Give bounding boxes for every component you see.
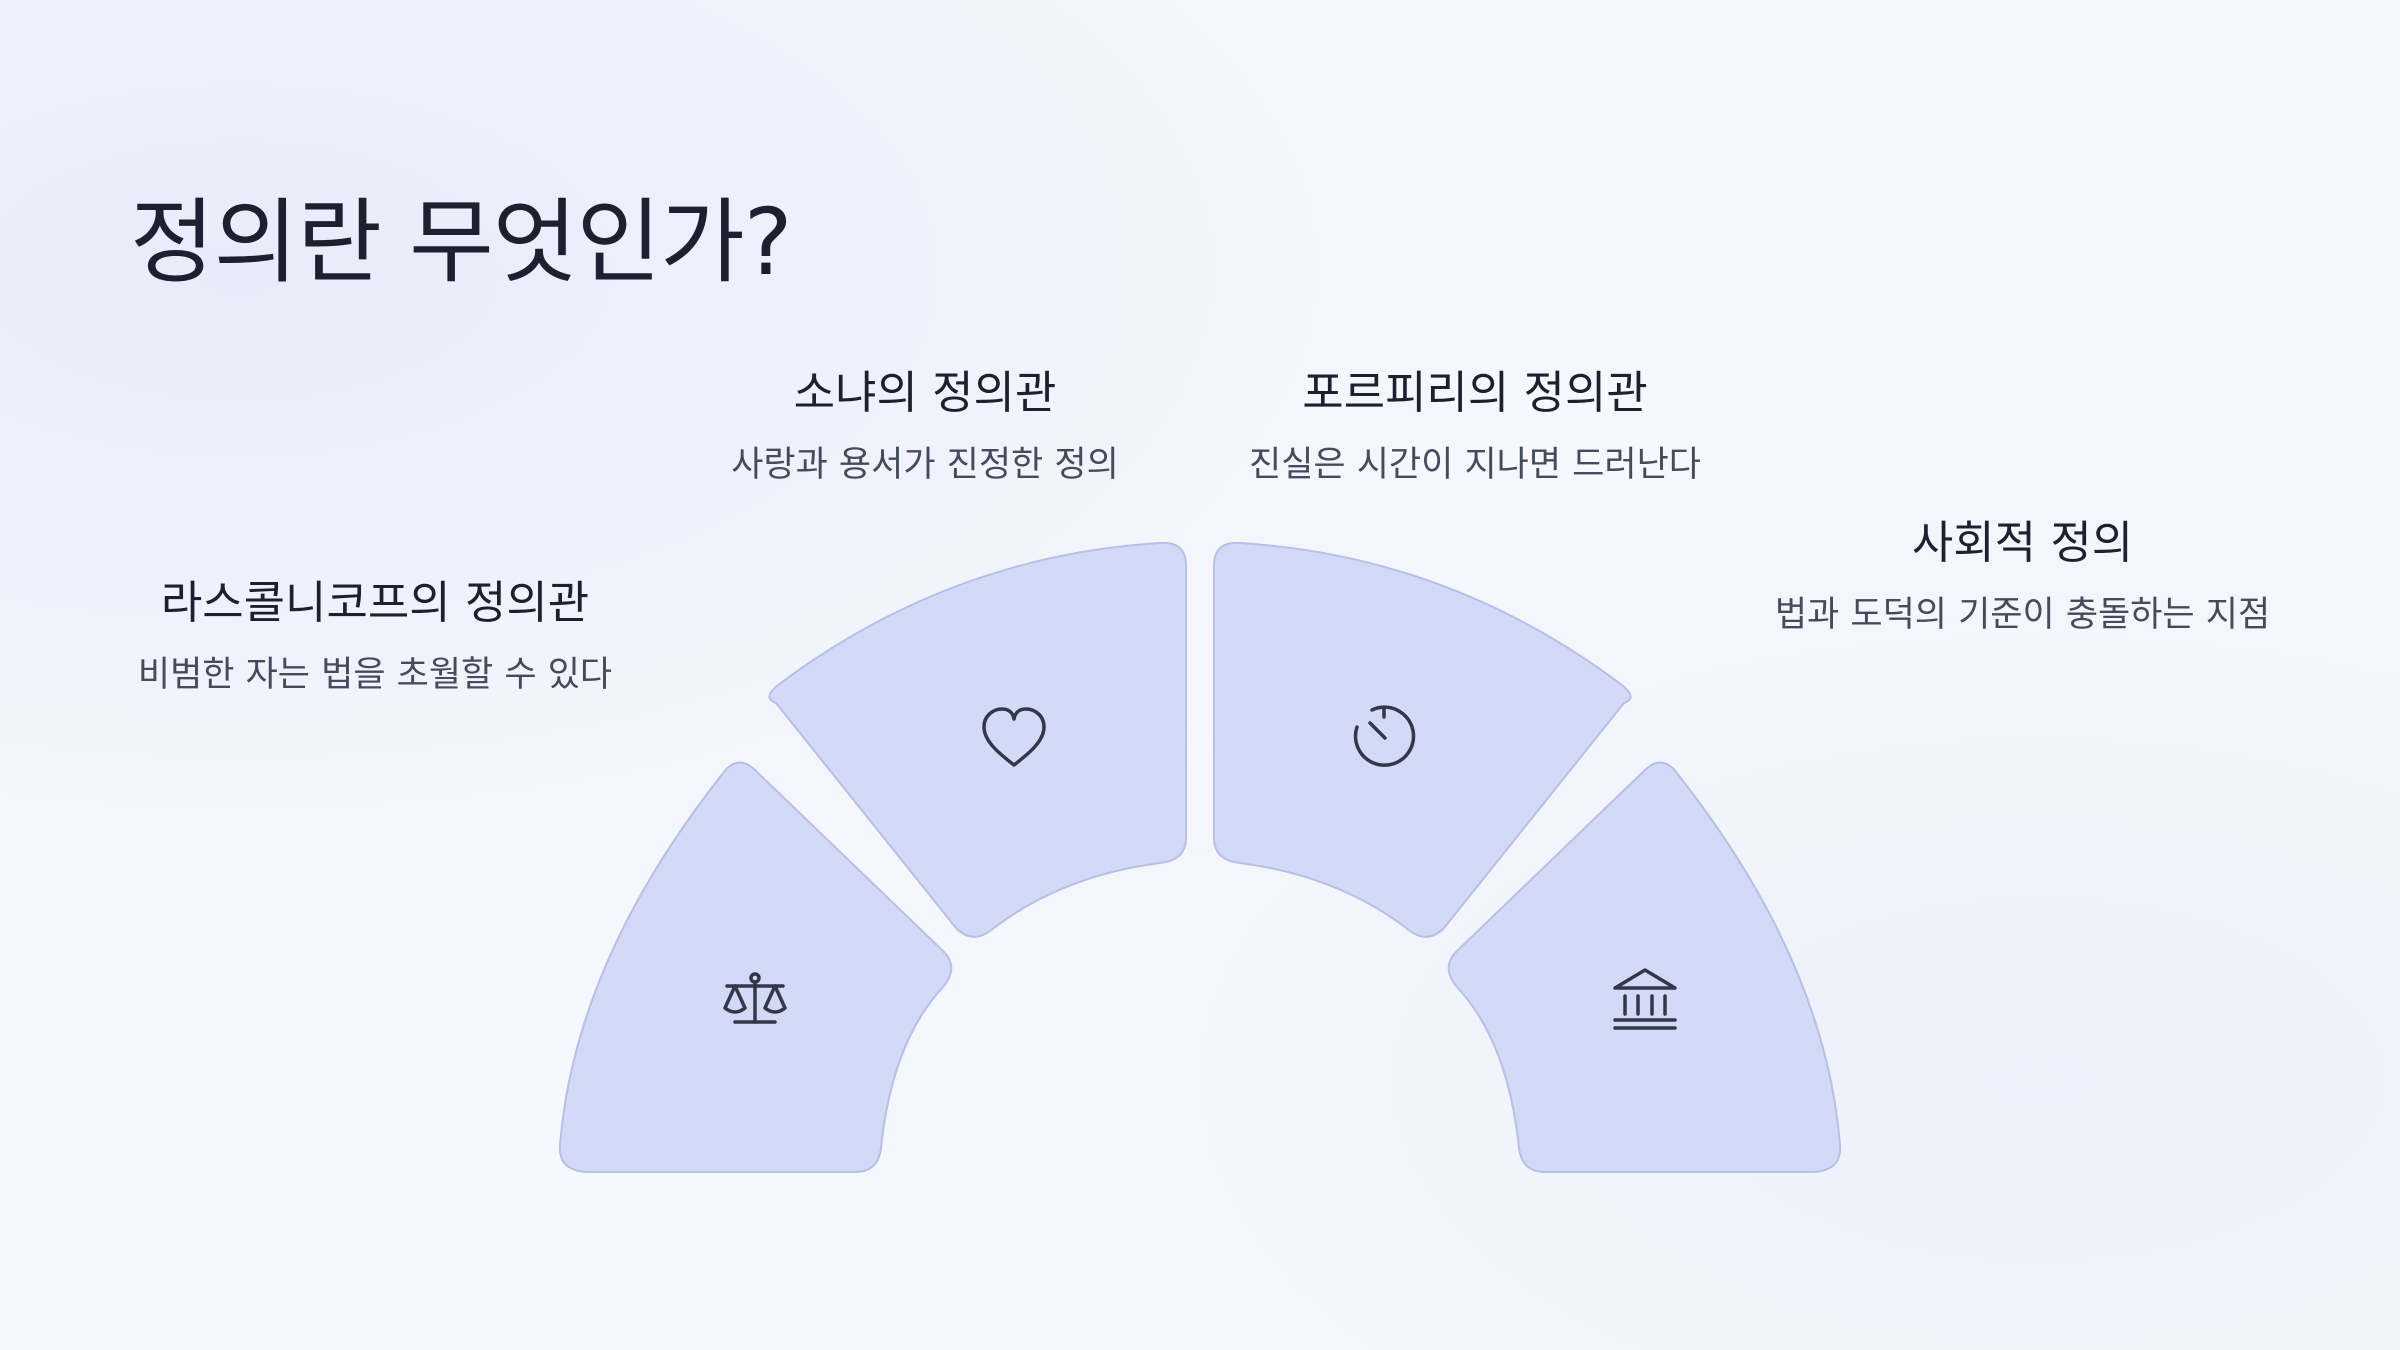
porfiry-segment: [1213, 541, 1632, 938]
porfiry-label: 포르피리의 정의관 진실은 시간이 지나면 드러난다: [1220, 356, 1730, 495]
raskolnikov-segment: [558, 761, 953, 1173]
sonya-segment: [768, 541, 1187, 938]
scales-icon: [723, 972, 787, 1024]
page-title: 정의란 무엇인가?: [130, 189, 793, 296]
heart-icon: [982, 707, 1046, 767]
social-justice-title: 사회적 정의: [1911, 516, 2134, 569]
raskolnikov-description: 비범한 자는 법을 초월할 수 있다: [137, 655, 613, 695]
porfiry-description: 진실은 시간이 지나면 드러난다: [1249, 445, 1701, 485]
social-justice-description: 법과 도덕의 기준이 충돌하는 지점: [1774, 595, 2271, 635]
sonya-description: 사랑과 용서가 진정한 정의: [731, 445, 1119, 485]
social-justice-label: 사회적 정의 법과 도덕의 기준이 충돌하는 지점: [1770, 506, 2275, 645]
sonya-label: 소냐의 정의관 사랑과 용서가 진정한 정의: [700, 356, 1150, 495]
sonya-title: 소냐의 정의관: [793, 366, 1057, 419]
social-justice-segment: [1447, 761, 1842, 1173]
porfiry-title: 포르피리의 정의관: [1302, 366, 1648, 419]
timer-icon: [1353, 705, 1416, 767]
institution-icon: [1613, 968, 1677, 1030]
raskolnikov-title: 라스콜니코프의 정의관: [160, 576, 590, 629]
raskolnikov-label: 라스콜니코프의 정의관 비범한 자는 법을 초월할 수 있다: [120, 566, 630, 705]
